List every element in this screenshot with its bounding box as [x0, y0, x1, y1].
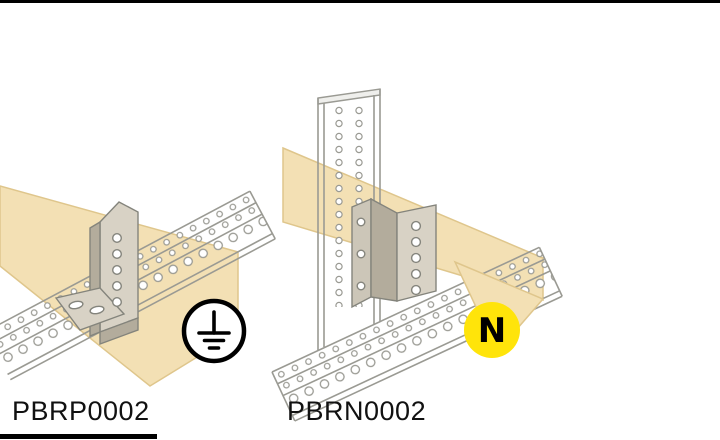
bracket-right-web: [370, 197, 398, 302]
bottom-rule: [0, 434, 157, 439]
left-illustration: [0, 185, 276, 387]
bracket-left: [54, 201, 139, 346]
bracket-right-holes: [356, 217, 422, 296]
bracket-right: [351, 197, 437, 309]
neutral-badge-circle: [464, 302, 520, 358]
protective-earth-ground-icon: [181, 298, 247, 364]
product-code-left: PBRP0002: [12, 396, 150, 426]
bracket-left-bottom-flange: [99, 316, 139, 346]
neutral-badge-letter: N: [478, 311, 506, 351]
neutral-n-badge: N: [464, 302, 520, 358]
bracket-left-holes: [68, 232, 122, 315]
right-illustration: N: [271, 88, 563, 422]
earth-symbol-strokes: [197, 310, 231, 350]
bracket-left-foot: [54, 287, 126, 331]
top-rule: [0, 0, 720, 3]
upright-top-face: [317, 88, 381, 105]
product-code-right: PBRN0002: [287, 396, 427, 426]
